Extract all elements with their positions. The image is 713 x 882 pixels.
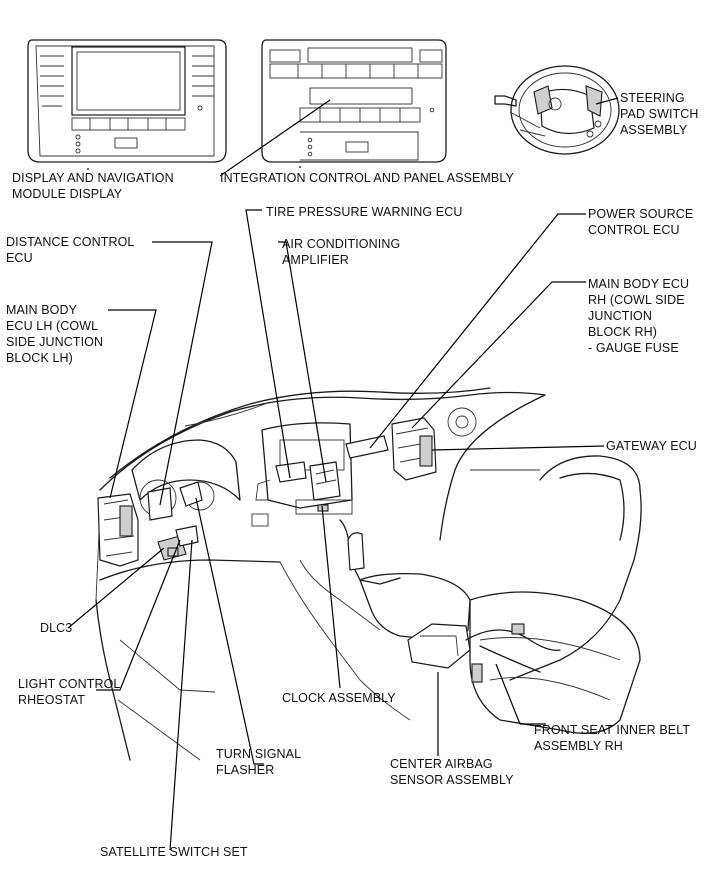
display-navigation-module — [27, 39, 227, 163]
main-body-ecu-rh — [391, 417, 437, 481]
integration-control-panel — [261, 39, 447, 163]
center-airbag-sensor — [407, 623, 561, 683]
label-main-body-lh: MAIN BODY ECU LH (COWL SIDE JUNCTION BLO… — [6, 303, 104, 365]
label-turn-signal: TURN SIGNAL FLASHER — [216, 747, 302, 777]
label-steering-pad: STEERING PAD SWITCH ASSEMBLY — [620, 91, 699, 137]
steering-wheel — [494, 65, 620, 155]
label-dlc3: DLC3 — [40, 621, 73, 635]
label-gateway: GATEWAY ECU — [606, 439, 697, 453]
label-integration-panel: INTEGRATION CONTROL AND PANEL ASSEMBLY — [220, 171, 514, 185]
dashboard-outline — [95, 387, 546, 761]
label-clock: CLOCK ASSEMBLY — [282, 691, 396, 705]
main-body-ecu-lh — [97, 493, 139, 567]
label-front-seat-belt: FRONT SEAT INNER BELT ASSEMBLY RH — [534, 723, 691, 753]
label-satellite-switch: SATELLITE SWITCH SET — [100, 845, 248, 859]
power-source-control-ecu — [345, 435, 389, 459]
label-distance-control: DISTANCE CONTROL ECU — [6, 235, 135, 265]
label-main-body-rh: MAIN BODY ECU RH (COWL SIDE JUNCTION BLO… — [588, 277, 690, 355]
label-center-airbag: CENTER AIRBAG SENSOR ASSEMBLY — [390, 757, 514, 787]
label-light-control: LIGHT CONTROL RHEOSTAT — [18, 677, 121, 707]
tire-pressure-warning-ecu — [275, 461, 307, 483]
passenger-seat — [469, 455, 642, 734]
label-power-source: POWER SOURCE CONTROL ECU — [588, 207, 694, 237]
label-air-conditioning: AIR CONDITIONING AMPLIFIER — [282, 237, 401, 267]
air-conditioning-amplifier — [309, 461, 341, 501]
label-tire-pressure: TIRE PRESSURE WARNING ECU — [266, 205, 463, 219]
leader-lines — [67, 97, 619, 851]
label-display-navigation: DISPLAY AND NAVIGATION MODULE DISPLAY — [12, 171, 174, 201]
